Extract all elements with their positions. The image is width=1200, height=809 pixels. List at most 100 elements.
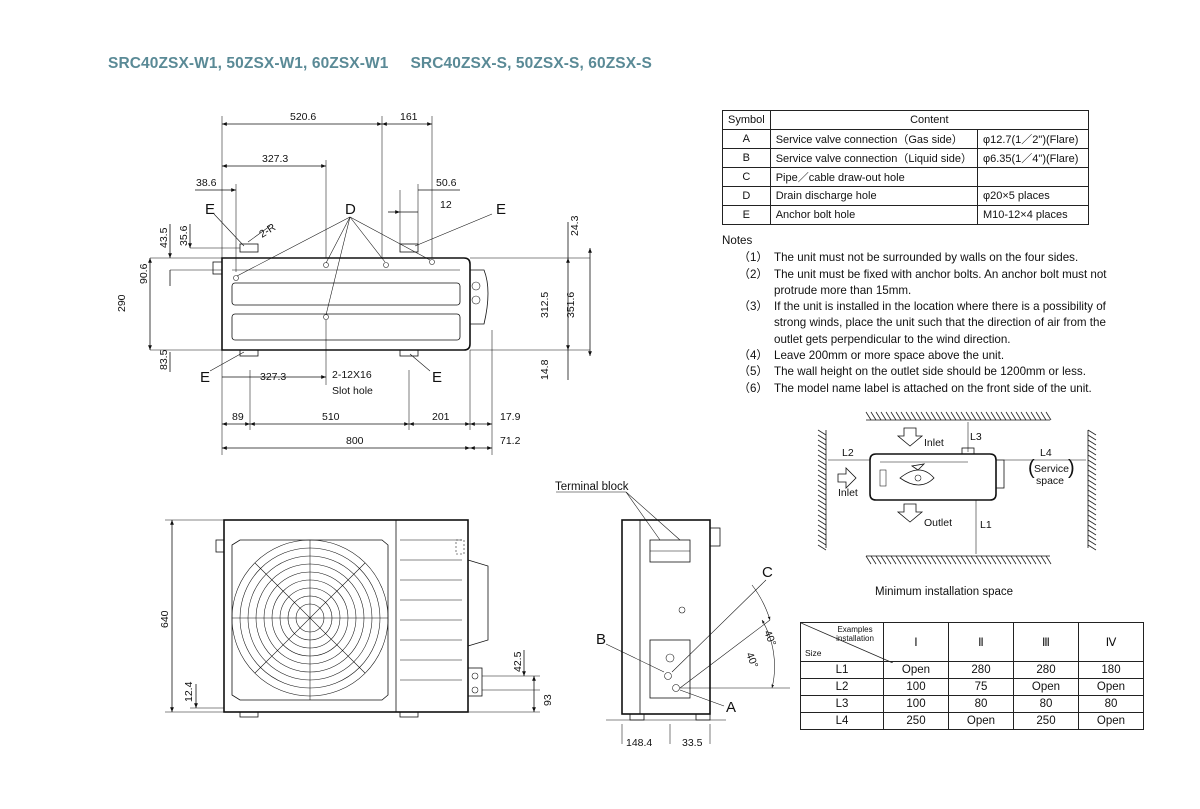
- dim-201: 201: [432, 411, 450, 423]
- hatch-line: [870, 411, 877, 421]
- label-b: B: [596, 631, 606, 648]
- hatch-line: [990, 555, 997, 565]
- value-cell: 180: [1078, 661, 1144, 679]
- column-header: Ⅲ: [1013, 622, 1079, 662]
- value-cell: 80: [1078, 695, 1144, 713]
- hatch-line: [1087, 474, 1097, 481]
- hatch-line: [955, 555, 962, 565]
- hatch-line: [1035, 555, 1042, 565]
- hatch-line: [955, 411, 962, 421]
- dim-327-bottom: 327.3: [260, 371, 286, 383]
- symbol-table-header: Symbol Content: [722, 110, 1089, 130]
- dim-312: 312.5: [539, 292, 551, 318]
- hatch-line: [895, 411, 902, 421]
- hatch-line: [1087, 489, 1097, 496]
- hatch-line: [900, 411, 907, 421]
- hatch-line: [905, 411, 912, 421]
- symbol-cell: A: [722, 129, 771, 149]
- label-l3: L3: [970, 431, 982, 443]
- front-view: 640 12.4 42.5 93: [159, 519, 554, 718]
- note-item: （6）The model name label is attached on t…: [738, 381, 1092, 395]
- hatch-line: [935, 555, 942, 565]
- value-cell: Open: [1078, 678, 1144, 696]
- value-cell: Open: [883, 661, 949, 679]
- content-cell: Service valve connection（Liquid side）: [769, 148, 978, 168]
- hatch-line: [980, 555, 987, 565]
- symbol-cell: C: [722, 167, 771, 187]
- hatch-line: [1087, 509, 1097, 516]
- content-cell: Pipe／cable draw-out hole: [769, 167, 978, 187]
- dim-351: 351.6: [565, 292, 577, 318]
- hatch-line: [1087, 484, 1097, 491]
- hatch-line: [945, 555, 952, 565]
- hatch-line: [890, 411, 897, 421]
- svg-text:): ): [1068, 457, 1075, 479]
- label-slot-hole: Slot hole: [332, 385, 373, 397]
- hatch-line: [1005, 411, 1012, 421]
- value-cell: 250: [1013, 712, 1079, 730]
- hatch-line: [1087, 469, 1097, 476]
- label-l1: L1: [980, 519, 992, 531]
- hatch-line: [817, 544, 827, 551]
- dim-35: 35.6: [178, 225, 190, 246]
- note-item: （4）Leave 200mm or more space above the u…: [738, 349, 1005, 363]
- hatch-line: [1087, 439, 1097, 446]
- svg-text:(: (: [1028, 457, 1035, 479]
- hatch-line: [940, 555, 947, 565]
- label-angle-2: 40°: [743, 651, 760, 670]
- label-c: C: [762, 564, 773, 581]
- hatch-line: [1000, 411, 1007, 421]
- spec-cell: φ6.35(1／4")(Flare): [976, 148, 1089, 168]
- table-row: L4 250 Open 250 Open: [800, 712, 1144, 730]
- hatch-line: [1087, 429, 1097, 436]
- hatch-line: [885, 555, 892, 565]
- hatch-line: [817, 434, 827, 441]
- hatch-line: [1087, 524, 1097, 531]
- hatch-line: [990, 411, 997, 421]
- table-row: B Service valve connection（Liquid side） …: [722, 148, 1089, 168]
- hatch-line: [817, 519, 827, 526]
- hatch-line: [865, 411, 872, 421]
- value-cell: 280: [1013, 661, 1079, 679]
- hatch-line: [920, 411, 927, 421]
- hatch-line: [1000, 555, 1007, 565]
- dim-71: 71.2: [500, 435, 521, 447]
- note-item: （3）If the unit is installed in the locat…: [738, 300, 1106, 346]
- dim-640: 640: [159, 610, 171, 628]
- value-cell: Open: [948, 712, 1014, 730]
- hatch-line: [1015, 411, 1022, 421]
- hatch-line: [945, 411, 952, 421]
- size-cell: L4: [800, 712, 884, 730]
- hatch-line: [915, 555, 922, 565]
- dim-89: 89: [232, 411, 244, 423]
- hatch-line: [1087, 434, 1097, 441]
- hatch-line: [817, 449, 827, 456]
- value-cell: 75: [948, 678, 1014, 696]
- size-cell: L2: [800, 678, 884, 696]
- hatch-line: [1045, 555, 1052, 565]
- hatch-line: [1087, 529, 1097, 536]
- hatch-line: [985, 411, 992, 421]
- hatch-line: [817, 534, 827, 541]
- hatch-line: [817, 504, 827, 511]
- hatch-line: [940, 411, 947, 421]
- dim-43: 43.5: [158, 227, 170, 248]
- label-service: Service: [1034, 463, 1069, 475]
- hatch-line: [817, 539, 827, 546]
- value-cell: 100: [883, 695, 949, 713]
- symbol-cell: D: [722, 186, 771, 206]
- hatch-line: [950, 555, 957, 565]
- label-e-top-left: E: [205, 201, 215, 218]
- hatch-line: [920, 555, 927, 565]
- side-view: Terminal block C B A 40° 40° 148.4 33.5: [555, 481, 790, 749]
- hatch-line: [935, 411, 942, 421]
- spec-cell: φ20×5 places: [976, 186, 1089, 206]
- spec-cell: M10-12×4 places: [976, 205, 1089, 225]
- hatch-line: [1087, 539, 1097, 546]
- header-content: Content: [769, 110, 1089, 130]
- hatch-line: [1087, 449, 1097, 456]
- hatch-line: [965, 411, 972, 421]
- hatch-line: [1087, 499, 1097, 506]
- hatch-line: [915, 411, 922, 421]
- table-row: L1 Open 280 280 180: [800, 661, 1144, 679]
